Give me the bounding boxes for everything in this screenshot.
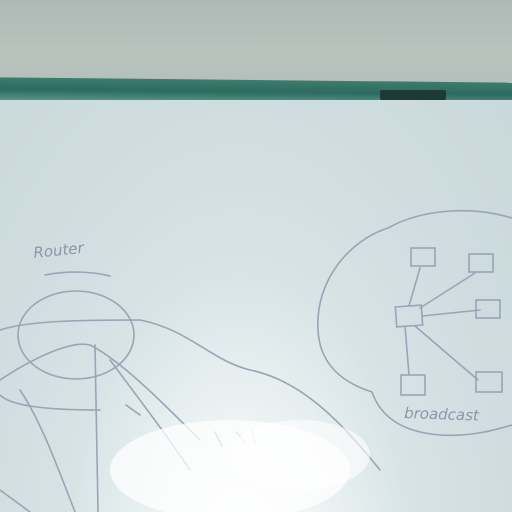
node-bottom-right — [475, 371, 503, 393]
router-label: Router — [33, 239, 86, 262]
hub-node — [394, 304, 424, 328]
board-eraser — [380, 90, 446, 100]
node-bottom-left — [400, 374, 426, 396]
wall — [0, 0, 512, 92]
node-top-left — [410, 247, 436, 267]
broadcast-label: broadcast — [404, 404, 480, 425]
router-circle — [17, 290, 135, 380]
node-mid-right — [475, 299, 501, 319]
broadcast-cloud-outline — [317, 209, 512, 437]
light-glare-secondary — [230, 420, 370, 490]
node-top-right — [468, 253, 494, 273]
